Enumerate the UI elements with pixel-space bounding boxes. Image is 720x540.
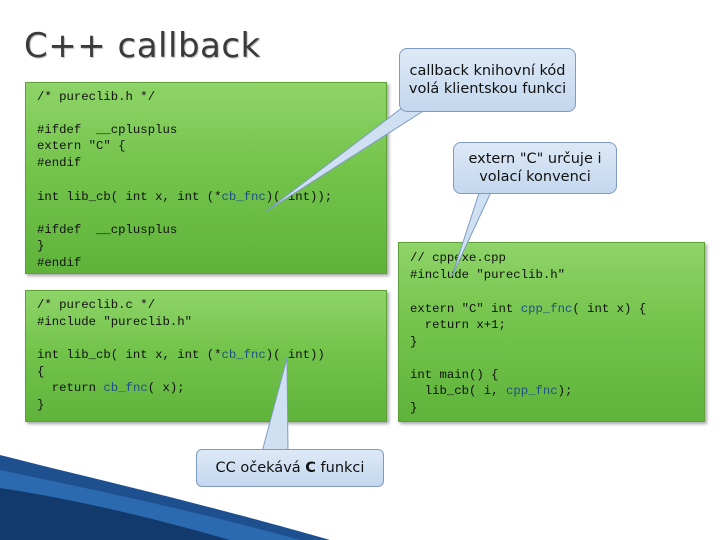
code-cpp-comment: // cppexe.cpp [410,251,506,265]
callout-pointer-cc [261,357,289,453]
code-text: int lib_cb( int x, int (* [37,190,222,204]
code-header-declaration: int lib_cb( int x, int (*cb_fnc)( int)); [37,189,332,206]
code-text: ); [557,384,573,398]
callback-name: cb_fnc [221,348,266,362]
code-header-endif: #endif [37,156,82,170]
code-cpp-close-brace: } [410,335,418,349]
code-c-return: return cb_fnc( x); [37,380,185,397]
callout-text-part: CC očekává [215,460,306,476]
callout-text: extern "C" určuje i volací konvenci [468,151,602,185]
code-cpp-call: lib_cb( i, cpp_fnc); [410,383,573,400]
code-text: ( int x) { [572,302,647,316]
code-cpp-return: return x+1; [410,318,506,332]
code-box-header-file: /* pureclib.h */ #ifdef __cplusplus exte… [25,82,387,274]
callout-pointer-extern [451,189,493,277]
code-header-endif-2: #endif [37,256,82,270]
code-header-ifdef-2: #ifdef __cplusplus [37,223,178,237]
code-header-close-brace: } [37,239,45,253]
callout-extern-c-convention: extern "C" určuje i volací konvenci [453,142,617,194]
code-text: lib_cb( i, [410,384,506,398]
callback-name: cpp_fnc [520,302,573,316]
callout-cc-expects-c-function: CC očekává C funkci [196,449,384,487]
code-box-c-file: /* pureclib.c */ #include "pureclib.h" i… [25,290,387,422]
callout-text-part: funkci [315,460,365,476]
callback-name: cb_fnc [221,190,266,204]
callback-name: cb_fnc [103,381,148,395]
callout-library-calls-client: callback knihovní kód volá klientskou fu… [399,48,576,112]
callout-emphasis-c: C [305,460,316,476]
code-text: int lib_cb( int x, int (* [37,348,222,362]
code-header-comment: /* pureclib.h */ [37,90,156,104]
code-header-extern: extern "C" { [37,139,126,153]
callout-text: callback knihovní kód volá klientskou fu… [408,63,567,97]
code-c-close-brace: } [37,398,45,412]
callout-text: CC očekává C funkci [216,459,365,477]
code-c-open-brace: { [37,365,45,379]
code-text: )( int)); [265,190,333,204]
code-cpp-extern-fn: extern "C" int cpp_fnc( int x) { [410,301,646,318]
code-cpp-main: int main() { [410,368,499,382]
callout-pointer-library [264,97,429,213]
slide-title: C++ callback [24,26,261,66]
code-text: )( int)) [265,348,325,362]
callback-name: cpp_fnc [505,384,558,398]
code-text: ( x); [147,381,185,395]
code-header-ifdef: #ifdef __cplusplus [37,123,178,137]
code-cpp-main-close: } [410,401,418,415]
code-box-cpp-file: // cppexe.cpp #include "pureclib.h" exte… [398,242,705,422]
code-text: extern "C" int [410,302,521,316]
code-text: return [37,381,104,395]
code-c-definition: int lib_cb( int x, int (*cb_fnc)( int)) [37,347,325,364]
code-c-comment: /* pureclib.c */ [37,298,156,312]
code-c-include: #include "pureclib.h" [37,315,192,329]
